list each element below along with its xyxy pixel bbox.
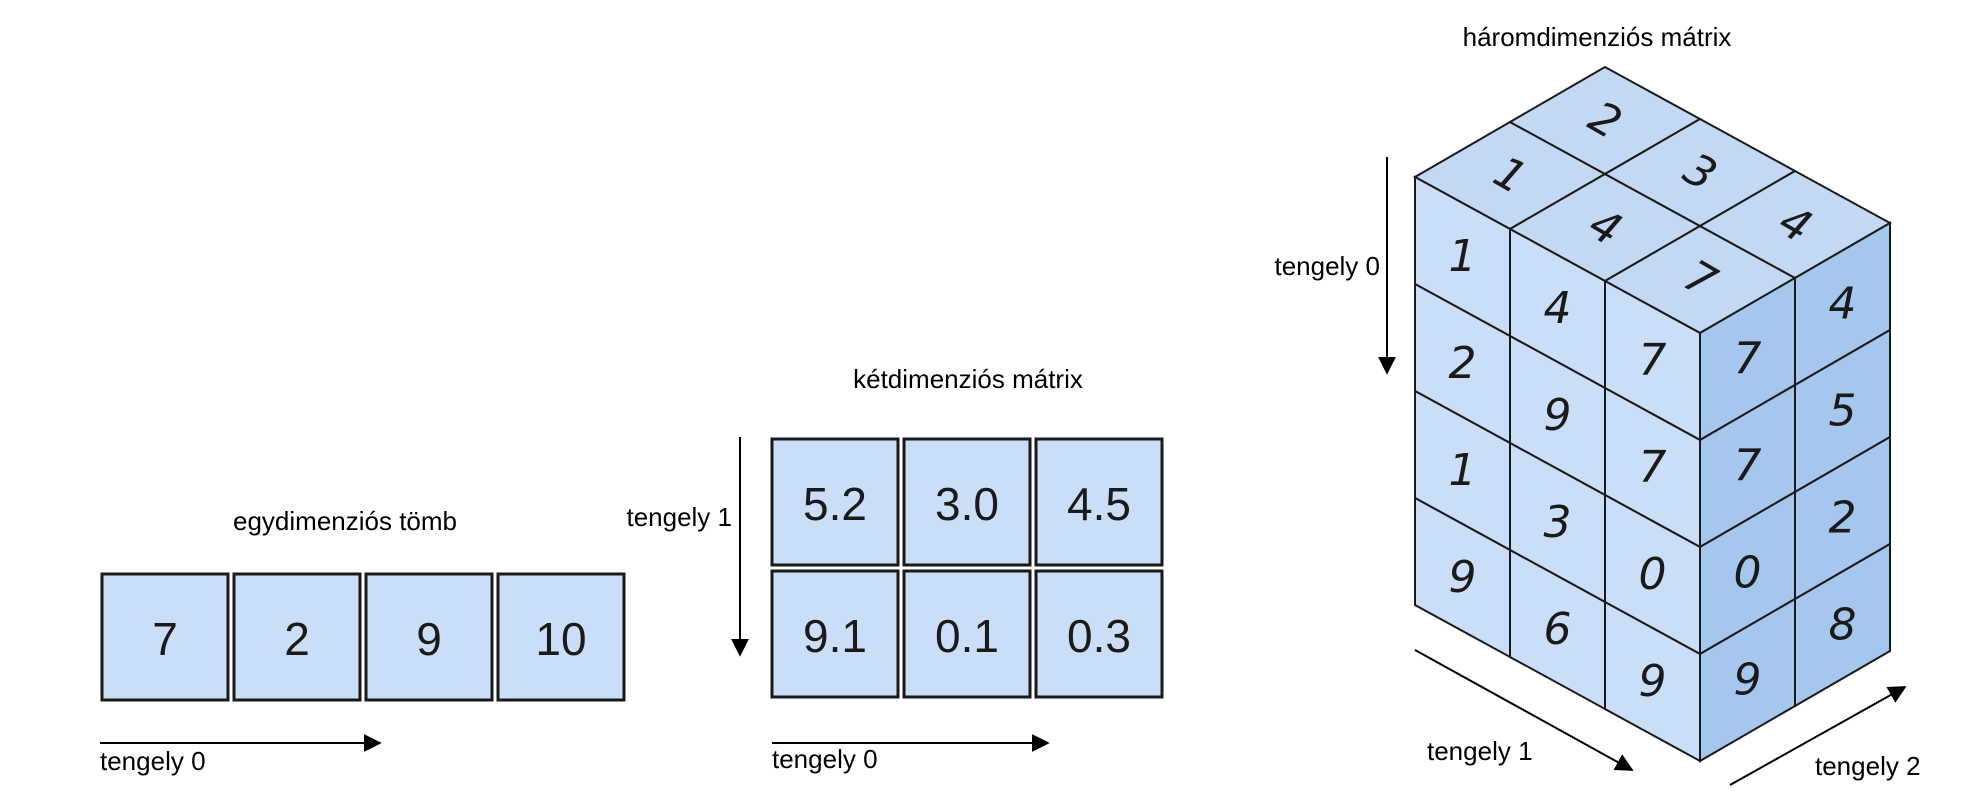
three-d-cell-value: 9 xyxy=(1449,552,1477,603)
one-d-cell-value: 2 xyxy=(284,613,310,665)
two-d-cell-value: 4.5 xyxy=(1067,478,1131,530)
three-d-side-cell xyxy=(1794,542,1891,708)
two-d-cell: 0.3 xyxy=(1034,569,1164,699)
two-d-cell: 3.0 xyxy=(902,437,1032,567)
three-d-cell-value: 4 xyxy=(1544,283,1572,334)
two-d-cell-box xyxy=(902,569,1032,699)
two-d-cell: 9.1 xyxy=(770,569,900,699)
three-d-matrix: háromdimenziós mátrix 124374147297130969… xyxy=(1274,22,1921,786)
two-d-cell-box xyxy=(770,569,900,699)
three-d-cell-value: 4 xyxy=(1829,279,1857,330)
one-d-cell-box xyxy=(496,572,626,702)
three-d-axis1-arrow xyxy=(1414,649,1634,771)
three-d-cell-value: 0 xyxy=(1639,549,1667,600)
three-d-cell-value: 7 xyxy=(1639,442,1667,493)
one-d-cell-value: 10 xyxy=(535,613,586,665)
two-d-cell-value: 0.1 xyxy=(935,610,999,662)
three-d-cell-value: 8 xyxy=(1829,600,1857,651)
three-d-cell-value: 1 xyxy=(1449,445,1477,496)
three-d-cell-value: 7 xyxy=(1639,335,1667,386)
three-d-cell-value: 1 xyxy=(1449,231,1477,282)
three-d-cell-value: 7 xyxy=(1734,441,1762,492)
one-d-cells: 7 2 9 10 xyxy=(100,572,626,702)
three-d-cell-value: 9 xyxy=(1639,656,1667,707)
three-d-cell-value: 7 xyxy=(1734,334,1762,385)
three-d-cell-value: 9 xyxy=(1734,655,1762,706)
one-d-cell: 2 xyxy=(232,572,362,702)
three-d-cell-value: 3 xyxy=(1544,497,1572,548)
one-d-array: egydimenziós tömb 7 2 9 10 tengely 0 xyxy=(100,506,626,776)
one-d-cell-value: 9 xyxy=(416,613,442,665)
two-d-cell: 4.5 xyxy=(1034,437,1164,567)
three-d-cell-value: 6 xyxy=(1544,604,1572,655)
two-d-cell-value: 9.1 xyxy=(803,610,867,662)
three-d-axis1-label: tengely 1 xyxy=(1427,736,1533,766)
one-d-cell: 9 xyxy=(364,572,494,702)
one-d-cell: 7 xyxy=(100,572,230,702)
three-d-cell-value: 2 xyxy=(1829,493,1857,544)
two-d-cell-box xyxy=(1034,437,1164,567)
one-d-cell: 10 xyxy=(496,572,626,702)
two-d-matrix: kétdimenziós mátrix 5.2 3.0 4.5 9.1 0.1 0.3 t… xyxy=(626,364,1164,774)
two-d-axis1-label: tengely 1 xyxy=(626,502,732,532)
two-d-cell-value: 0.3 xyxy=(1067,610,1131,662)
two-d-cells: 5.2 3.0 4.5 9.1 0.1 0.3 xyxy=(770,437,1164,699)
two-d-cell: 5.2 xyxy=(770,437,900,567)
one-d-axis0-label: tengely 0 xyxy=(100,746,206,776)
three-d-axis2-label: tengely 2 xyxy=(1815,751,1921,781)
three-d-title: háromdimenziós mátrix xyxy=(1463,22,1732,52)
three-d-axis2-arrow xyxy=(1729,686,1907,786)
two-d-cell-value: 3.0 xyxy=(935,478,999,530)
three-d-cell-value: 9 xyxy=(1544,390,1572,441)
three-d-cell-value: 2 xyxy=(1449,338,1477,389)
three-d-cell-value: 5 xyxy=(1829,386,1857,437)
two-d-cell-box xyxy=(902,437,1032,567)
one-d-cell-value: 7 xyxy=(152,613,178,665)
one-d-cell-box xyxy=(100,572,230,702)
two-d-cell-value: 5.2 xyxy=(803,478,867,530)
two-d-cell: 0.1 xyxy=(902,569,1032,699)
two-d-cell-box xyxy=(1034,569,1164,699)
one-d-cell-box xyxy=(364,572,494,702)
two-d-axis0-label: tengely 0 xyxy=(772,744,878,774)
one-d-cell-box xyxy=(232,572,362,702)
one-d-title: egydimenziós tömb xyxy=(233,506,457,536)
three-d-cell-value: 0 xyxy=(1734,548,1762,599)
two-d-cell-box xyxy=(770,437,900,567)
two-d-title: kétdimenziós mátrix xyxy=(853,364,1083,394)
three-d-axis0-label: tengely 0 xyxy=(1274,251,1380,281)
